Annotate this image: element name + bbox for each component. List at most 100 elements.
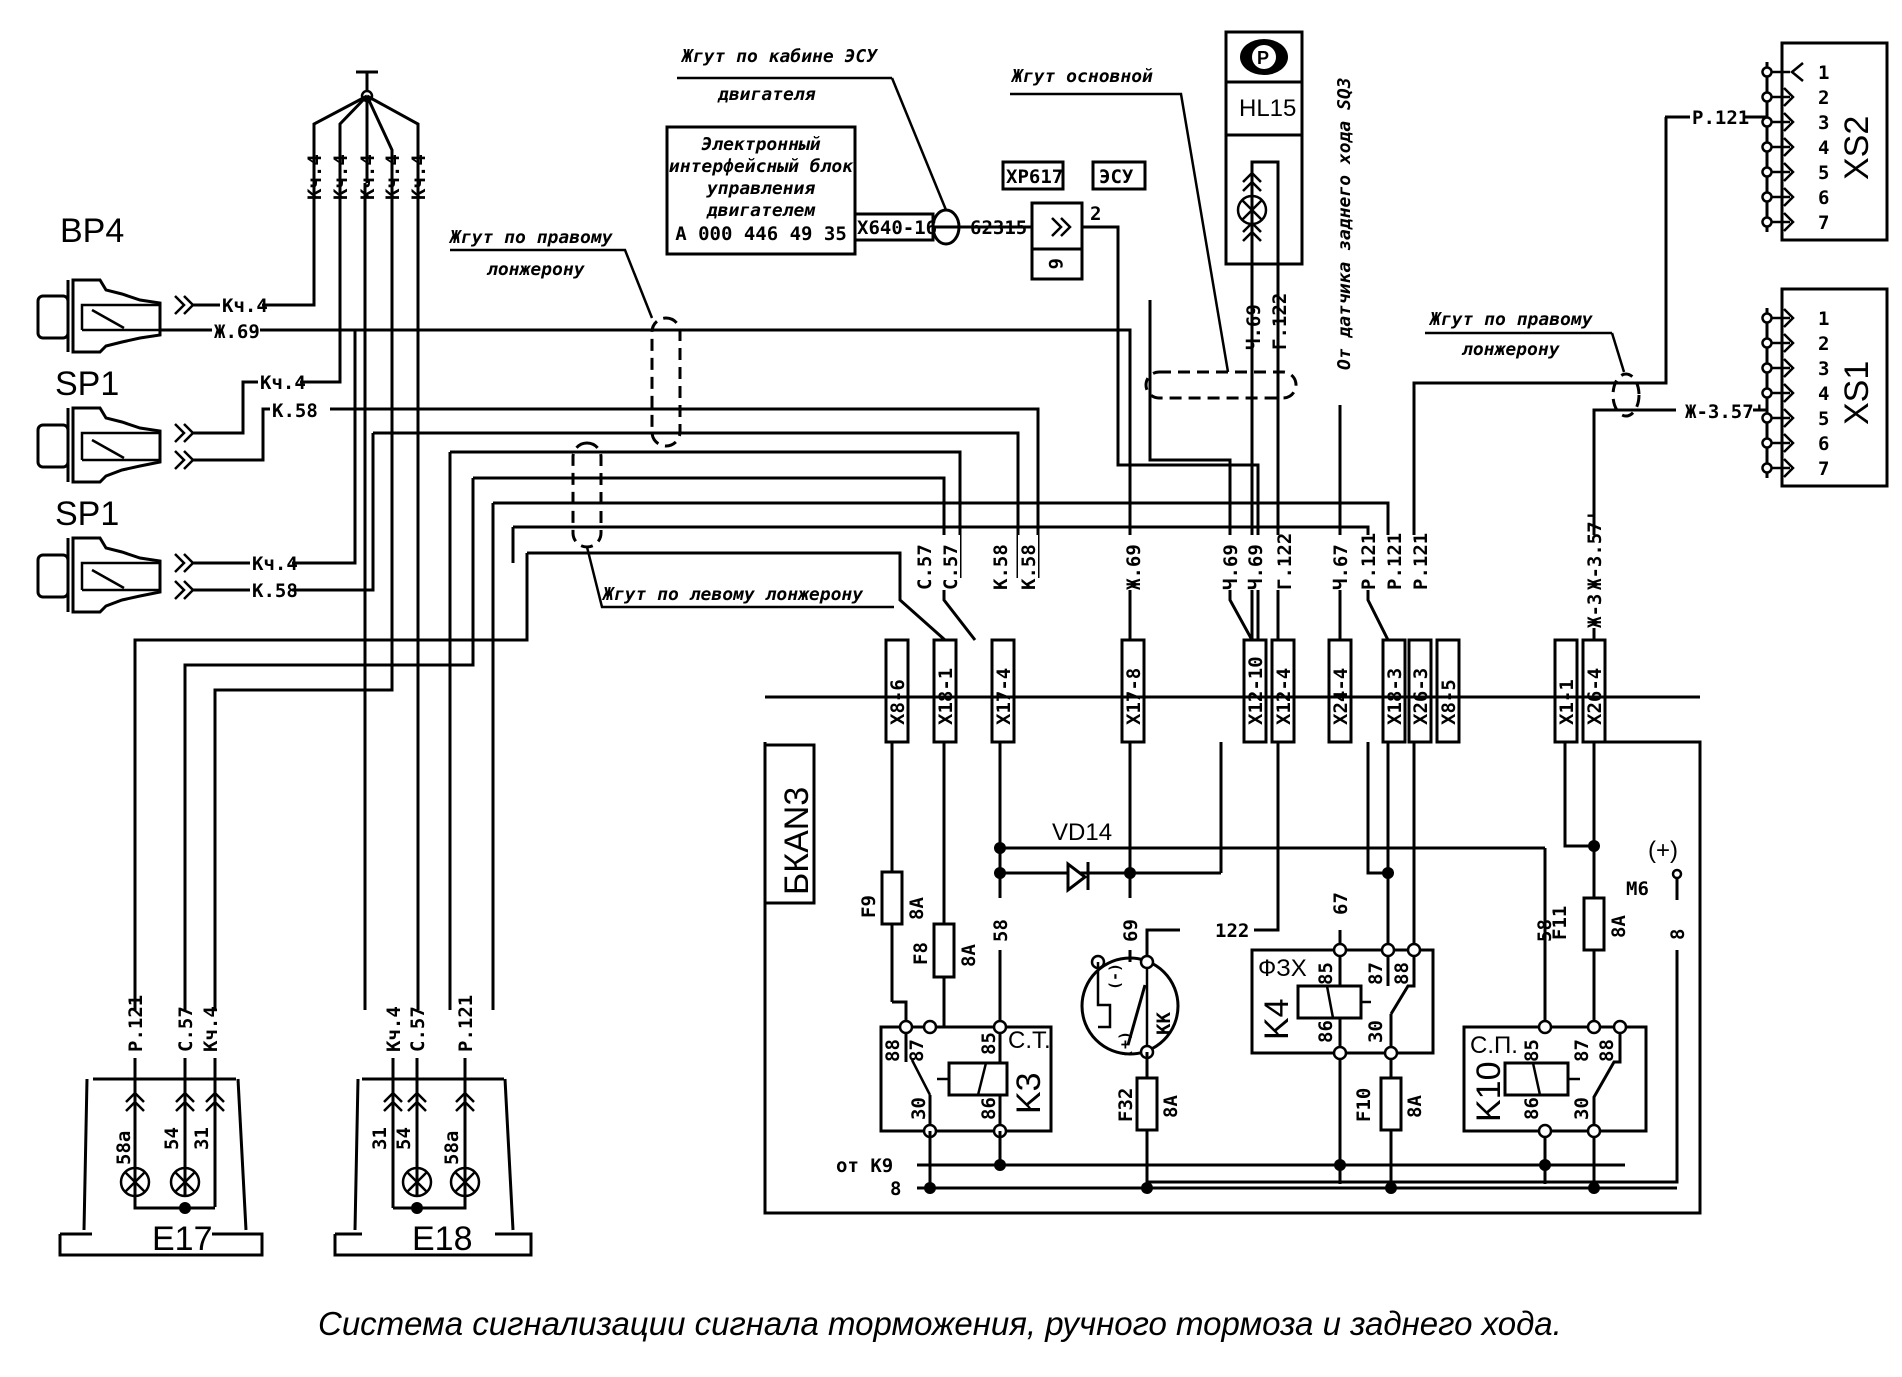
xs1-wire: Ж-3.57' [1685,401,1765,423]
m6-polarity: (+) [1648,837,1678,864]
connector-wire-label: P.121 [1410,533,1432,590]
diagram-caption: Система сигнализации сигнала торможения,… [318,1305,1562,1342]
k4-pin-85: 85 [1315,962,1337,985]
e18-wire-label: P.121 [455,995,477,1052]
k4-pin-87: 87 [1365,962,1387,985]
connector-x8-5: X8-5 [1435,638,1461,744]
note-right-rail-right-2: лонжерону [1461,339,1561,360]
connector-wire-label: K.58 [1018,544,1040,590]
connector-wire-label: C.57 [940,544,962,590]
note-cabin-esu-2: двигателя [717,84,816,105]
xs2-wire: P.121 [1692,107,1749,129]
bp4-wire-b: Ж.69 [214,321,260,343]
fuse-f32-name: F32 [1115,1088,1137,1122]
k3-pin-30: 30 [908,1097,930,1120]
connector-x18-1: X18-1 [932,638,958,744]
plug-pin-top: 2 [1090,203,1101,225]
connector-wire-label: Ж.69 [1123,544,1145,590]
sp1-top-wire-a: Кч.4 [260,372,306,394]
k3-pin-88: 88 [882,1039,904,1062]
fuse-f10 [1379,1076,1403,1132]
connector-wire-label: Г.122 [1274,533,1296,590]
lamp-e18: Кч.4 C.57 P.121 31 54 58a E18 [333,995,533,1258]
socket-pin: 5 [1761,162,1829,184]
e17-wire-label: Кч.4 [200,1006,222,1052]
socket-pin: 2 [1761,333,1829,355]
xs2-label: XS2 [1838,116,1876,180]
kk-plus: (+) [1116,1031,1134,1058]
fuse-f9-name: F9 [858,895,880,918]
ground-wire-label: Кч.4 [357,154,379,200]
note-cabin-esu-1: Жгут по кабине ЭСУ [680,46,878,67]
internal-wire-58: 58 [990,919,1012,942]
svg-text:3: 3 [1818,358,1829,380]
lamp-e17: P.121 C.57 Кч.4 58a 54 31 E17 [58,995,264,1258]
k10-pin-85: 85 [1521,1039,1543,1062]
connector-wire-label: Ж-3.57' [1584,510,1606,590]
fuse-f11 [1582,896,1606,952]
e17-pin: 31 [191,1127,213,1150]
bp4-wire-a: Кч.4 [222,295,268,317]
bkan3-label: БКАN3 [778,787,816,895]
k10-pin-88: 88 [1596,1039,1618,1062]
socket-pin: 5 [1761,408,1829,430]
e17-wire-label: C.57 [175,1006,197,1052]
main-harness: Жгут основной [1010,66,1298,641]
connector-wire-label: P.121 [1384,533,1406,590]
k3-pin-85: 85 [978,1032,1000,1055]
main-harness-marker [1144,370,1298,400]
bkan3-block: БКАN3 VD14 58 69 122 67 58 8 F9 8A F8 8A [763,695,1702,1215]
e17-pin: 58a [113,1131,135,1165]
vd14-label: VD14 [1052,819,1112,846]
note-reverse-sensor: От датчика заднего хода SQ3 [1334,77,1355,370]
sp1-top-wire-b: K.58 [272,400,318,422]
ecu-line: Электронный [701,134,820,155]
socket-pin: 4 [1761,383,1829,405]
svg-text:7: 7 [1818,458,1829,480]
fuse-f32 [1135,1076,1159,1132]
k10-pin-86: 86 [1521,1097,1543,1120]
ground-wire-label: Кч.4 [304,154,326,200]
sp1-bottom-wire-a: Кч.4 [252,553,298,575]
ground-wire-label: Кч.4 [330,154,352,200]
internal-wire-122: 122 [1215,920,1249,942]
sp1-bottom-wire-b: K.58 [252,580,298,602]
connector-wire-label: Ч.69 [1220,544,1242,590]
e18-pin: 31 [369,1127,391,1150]
plug-xp617 [1030,201,1084,281]
e18-wire-label: Кч.4 [383,1006,405,1052]
fuse-f8-name: F8 [910,942,932,965]
socket-pin: 3 [1761,112,1829,134]
connector-x12-4: X12-4 [1270,638,1296,744]
note-right-rail-left-2: лонжерону [486,259,586,280]
sp1-bottom-label: SP1 [55,495,119,533]
svg-text:4: 4 [1818,383,1829,405]
connector-x26-3: X26-3 [1407,638,1433,744]
fuse-f9 [880,870,904,926]
connector-x8-6: X8-6 [884,638,910,744]
fuse-f10-rating: 8A [1404,1095,1426,1118]
connector-label: X8-5 [1438,679,1460,725]
fuse-f8 [932,922,956,979]
kk-minus: (-) [1106,963,1124,990]
socket-pin: 1 [1761,62,1829,84]
k10-role: С.П. [1470,1032,1518,1059]
connector-x1-1: X1-1 [1553,638,1579,744]
hl15-lamp: P HL15 Ч.69 Г.122 От датчика заднего ход… [1224,30,1355,640]
svg-text:6: 6 [1818,433,1829,455]
parking-brake-icon: P [1240,39,1288,75]
e17-wire-label: P.121 [125,995,147,1052]
svg-text:6: 6 [1818,187,1829,209]
k10-pin-30: 30 [1571,1097,1593,1120]
xs1-label: XS1 [1838,361,1876,425]
internal-wire-8: 8 [1667,929,1689,940]
socket-pin: 2 [1761,87,1829,109]
connector-wire-label: Ч.67 [1330,544,1352,590]
fuse-f32-rating: 8A [1160,1095,1182,1118]
ground-wire-label: Кч.4 [382,154,404,200]
ecu-wire: 62315 [970,217,1027,239]
fuse-f11-rating: 8A [1608,915,1630,938]
e17-label: E17 [152,1220,213,1258]
